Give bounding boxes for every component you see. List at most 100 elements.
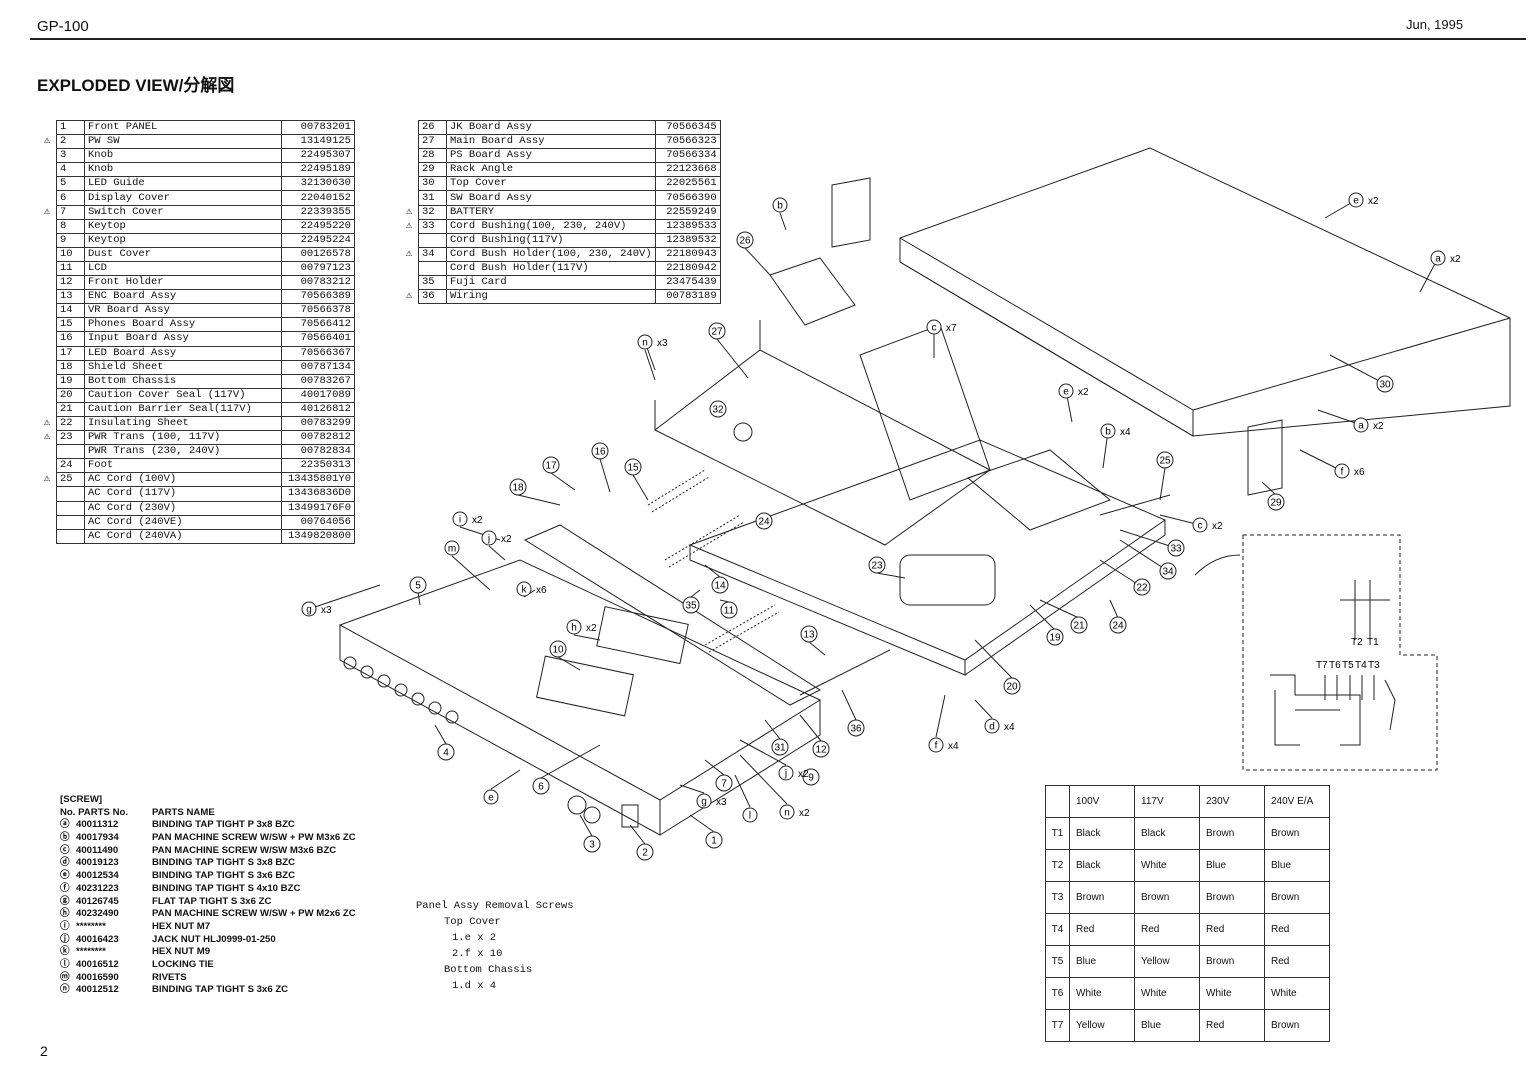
screw-callout-circle [637, 334, 653, 350]
wire-color-cell: Brown [1264, 881, 1330, 914]
wire-color-cell: White [1264, 977, 1330, 1010]
callout-circle [1159, 562, 1177, 580]
part-number: 00764056 [281, 514, 355, 530]
voltage-header-cell [1045, 785, 1070, 818]
callout-circle [711, 576, 729, 594]
callout-number: 10 [549, 640, 567, 658]
callout-label: 22 [1136, 583, 1148, 594]
callout-circle [549, 640, 567, 658]
screw-part-no: ******** [76, 920, 106, 932]
part-name: Wiring [446, 289, 656, 305]
screw-callout-letter: c [932, 323, 937, 334]
screw-callout-letter: e [1063, 387, 1069, 398]
screw-callout-letter: j [784, 769, 787, 780]
screw-callout-letter: a [1358, 421, 1364, 432]
terminal-label: T6 [1045, 977, 1070, 1010]
part-ref-no: 27 [418, 134, 447, 150]
part-name: Cord Bushing(117V) [446, 232, 656, 248]
part-number: 23475439 [654, 275, 721, 291]
rack-angle-right [1247, 419, 1283, 496]
callout-label: 33 [1170, 544, 1182, 555]
callout-number: 30 [1376, 375, 1394, 393]
callout-number: 27 [708, 322, 726, 340]
callout-label: 31 [774, 743, 786, 754]
wire-color-cell: White [1199, 977, 1265, 1010]
screw-part-no: 40016423 [76, 933, 119, 945]
wire-color-cell: Red [1264, 913, 1330, 946]
screw-callout: m [444, 540, 460, 556]
screw-callout-circle [444, 540, 460, 556]
wire-color-cell: Black [1134, 817, 1200, 850]
screw-part-name: BINDING TAP TIGHT S 3x6 ZC [152, 984, 289, 996]
callout-number: 32 [709, 400, 727, 418]
screw-callout-qty: x2 [1078, 387, 1089, 398]
screw-callout-circle [1353, 417, 1369, 433]
screw-part-name: HEX NUT M7 [152, 920, 211, 932]
warning-icon: ⚠ [405, 219, 413, 232]
inset-terminal-label: T7 [1316, 660, 1328, 671]
callout-circle [709, 400, 727, 418]
part-ref-no: 17 [56, 345, 85, 361]
screw-symbol: ⓓ [60, 857, 70, 869]
callout-circle [720, 601, 738, 619]
screw-callout-qty: x2 [501, 534, 512, 545]
screw-symbol: ⓗ [60, 908, 70, 920]
screw-part-no: 40019123 [76, 857, 119, 869]
part-name: PW SW [84, 134, 282, 150]
callout-circle [755, 512, 773, 530]
callout-number: 9 [802, 768, 820, 786]
warning-icon: ⚠ [43, 473, 51, 486]
part-number: 22495307 [281, 148, 355, 164]
warning-icon: ⚠ [43, 417, 51, 430]
screw-callout-qty: x3 [716, 797, 727, 808]
screw-callout-circle [1100, 423, 1116, 439]
screw-callout-circle [301, 601, 317, 617]
screw-part-name: BINDING TAP TIGHT S 4x10 BZC [152, 882, 301, 894]
callout-label: 4 [443, 748, 449, 759]
callout-label: 18 [512, 483, 524, 494]
callout-label: 34 [1162, 567, 1174, 578]
model-name: GP-100 [37, 18, 89, 35]
wire-color-cell: White [1134, 977, 1200, 1010]
terminal-label: T2 [1045, 849, 1070, 882]
callout-number: 12 [812, 740, 830, 758]
part-number: 00783189 [654, 289, 721, 305]
warning-icon: ⚠ [43, 205, 51, 218]
screw-callout: e [483, 789, 499, 805]
screw-callout-circle [483, 789, 499, 805]
part-number: 13435801Y0 [281, 472, 355, 488]
callout-number: 25 [1156, 451, 1174, 469]
callout-label: 29 [1270, 498, 1282, 509]
inset-terminal-label: T2 [1351, 637, 1363, 648]
screw-callout-circle [778, 765, 794, 781]
callout-circle [591, 442, 609, 460]
transformer [899, 554, 996, 606]
screw-symbol: ⓘ [60, 920, 70, 932]
part-name: Cord Bushing(100, 230, 240V) [446, 218, 656, 234]
part-ref-no: 29 [418, 162, 447, 178]
screw-part-no: 40011312 [76, 819, 119, 831]
warning-icon: ⚠ [43, 431, 51, 444]
screw-callout: b [772, 197, 788, 213]
part-number: 00782834 [281, 444, 355, 460]
part-number: 00797123 [281, 260, 355, 277]
voltage-header-cell: 100V [1069, 785, 1135, 818]
screw-part-no: 40232490 [76, 908, 119, 920]
part-number: 22559249 [654, 204, 721, 220]
